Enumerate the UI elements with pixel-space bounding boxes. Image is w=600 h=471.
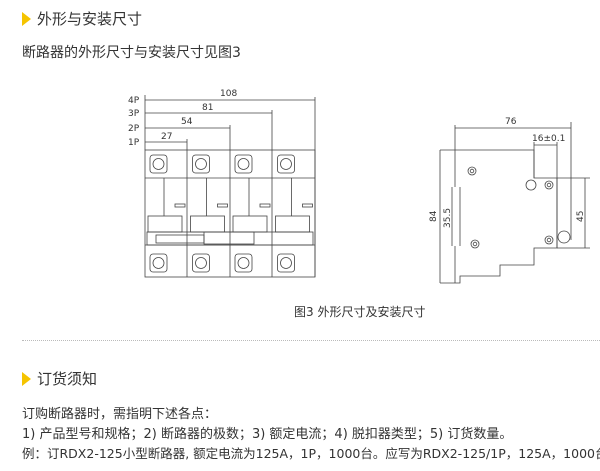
terminal [234, 154, 253, 174]
width-label: 54 [181, 117, 193, 127]
dimension-drawing: 4P 3P 2P 1P 108 81 54 27 76 16±0.1 84 35… [128, 89, 590, 284]
terminal [277, 253, 295, 273]
terminal [277, 154, 295, 174]
order-line: 例：订RDX2-125小型断路器, 额定电流为125A，1P，1000台。应写为… [22, 446, 600, 461]
width-label: 81 [202, 103, 213, 113]
terminal [149, 154, 168, 174]
side-view [439, 122, 590, 284]
heading-text: 外形与安装尺寸 [37, 10, 143, 28]
screw-icon [195, 257, 207, 269]
figure-caption: 图3 外形尺寸及安装尺寸 [294, 305, 426, 319]
side-width-label: 76 [505, 117, 517, 127]
handle [232, 215, 268, 233]
screw-icon [195, 158, 207, 170]
pole-label: 1P [128, 138, 140, 148]
handle [190, 215, 225, 233]
width-label: 27 [161, 132, 172, 142]
terminal [192, 154, 210, 174]
terminal [234, 253, 253, 273]
triangle-bullet-icon [22, 371, 31, 386]
handle [147, 215, 183, 233]
terminal [149, 253, 168, 273]
rail-width-label: 16±0.1 [532, 134, 565, 144]
triangle-bullet-icon [22, 11, 31, 26]
screw-icon [280, 257, 292, 269]
order-line: 1) 产品型号和规格；2) 断路器的极数；3) 额定电流；4) 脱扣器类型；5)… [22, 427, 513, 442]
pole-label: 2P [128, 124, 140, 134]
order-line: 订购断路器时，需指明下述各点： [22, 407, 218, 422]
screw-icon [152, 158, 165, 170]
front-height-label: 45 [576, 211, 586, 222]
terminal [192, 253, 210, 273]
height-label: 84 [429, 210, 439, 222]
section-heading-dimensions: 外形与安装尺寸 [22, 8, 142, 29]
pole-label: 4P [128, 96, 140, 106]
section-heading-ordering: 订货须知 [22, 368, 97, 389]
screw-icon [237, 158, 250, 170]
handle [275, 215, 310, 233]
heading-text: 订货须知 [37, 370, 98, 388]
front-view [144, 95, 316, 278]
intro-text: 断路器的外形尺寸与安装尺寸见图3 [22, 45, 241, 61]
screw-icon [237, 257, 250, 269]
width-label: 108 [220, 89, 237, 99]
screw-icon [152, 257, 165, 269]
section-divider [22, 340, 600, 341]
rail-height-label: 35.5 [443, 208, 453, 228]
screw-icon [280, 158, 292, 170]
pole-label: 3P [128, 109, 140, 119]
